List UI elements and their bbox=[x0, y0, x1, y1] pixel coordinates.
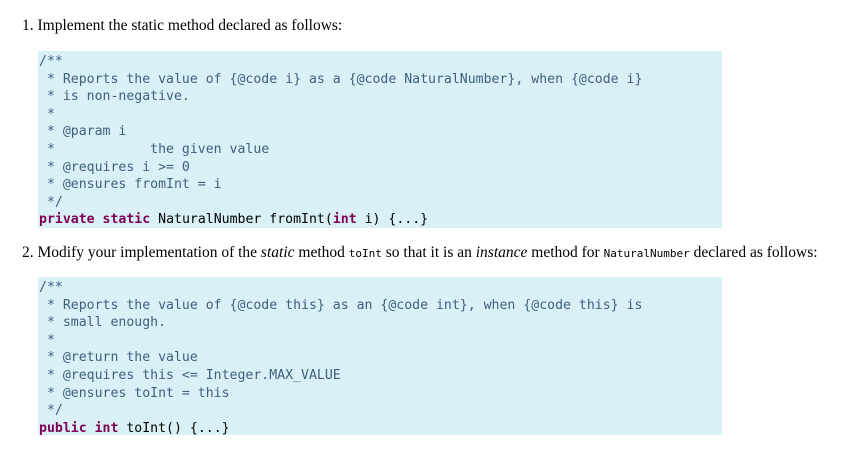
code-line: */ bbox=[39, 403, 63, 419]
question-2-text: Modify your implementation of the bbox=[37, 244, 261, 261]
method-rest: i) {...} bbox=[356, 212, 429, 228]
keyword: static bbox=[102, 212, 151, 228]
code-line: * the given value bbox=[39, 141, 270, 157]
emphasis: static bbox=[260, 244, 295, 261]
keyword: public bbox=[39, 420, 87, 436]
code-line: * Reports the value of {@code this} as a… bbox=[39, 297, 643, 313]
code-block-fromint: /** * Reports the value of {@code i} as … bbox=[38, 51, 722, 228]
code-line: * is non-negative. bbox=[39, 89, 190, 105]
question-2-number: 2. bbox=[22, 244, 34, 261]
code-line: * @ensures toInt = this bbox=[39, 385, 230, 401]
code-line: * @param i bbox=[39, 124, 127, 140]
code-line: * small enough. bbox=[39, 315, 167, 331]
return-type: NaturalNumber bbox=[158, 212, 262, 228]
method-signature-toint: public int toInt() {...} bbox=[39, 420, 722, 438]
code-block-toint: /** * Reports the value of {@code this} … bbox=[38, 277, 722, 438]
code-line: * Reports the value of {@code i} as a {@… bbox=[39, 71, 643, 87]
method-signature-fromint: private static NaturalNumber fromInt(int… bbox=[39, 211, 722, 229]
keyword: int bbox=[94, 420, 119, 436]
code-line: /** bbox=[39, 280, 63, 295]
code-line: * @ensures fromInt = i bbox=[39, 177, 222, 193]
inline-code: NaturalNumber bbox=[603, 247, 690, 260]
inline-code: toInt bbox=[348, 247, 382, 260]
method-name: fromInt( bbox=[269, 212, 333, 228]
code-line: * @return the value bbox=[39, 350, 198, 366]
code-line: * @requires this <= Integer.MAX_VALUE bbox=[39, 367, 341, 383]
method-rest: toInt() {...} bbox=[118, 420, 230, 436]
keyword: private bbox=[39, 212, 95, 228]
code-line: * @requires i >= 0 bbox=[39, 159, 190, 175]
question-1: 1. Implement the static method declared … bbox=[22, 16, 342, 36]
question-2-text: method bbox=[294, 244, 349, 261]
keyword: int bbox=[332, 212, 357, 228]
question-2: 2. Modify your implementation of the sta… bbox=[22, 243, 818, 264]
question-2-text: so that it is an bbox=[381, 244, 476, 261]
emphasis: instance bbox=[475, 244, 528, 261]
code-line: * bbox=[39, 106, 55, 122]
question-1-text: Implement the static method declared as … bbox=[37, 17, 343, 34]
question-2-text: declared as follows: bbox=[689, 244, 818, 261]
code-line: * bbox=[39, 332, 55, 348]
code-line: */ bbox=[39, 194, 63, 210]
code-line: /** bbox=[39, 54, 63, 69]
question-2-text: method for bbox=[527, 244, 604, 261]
question-1-number: 1. bbox=[22, 17, 34, 34]
